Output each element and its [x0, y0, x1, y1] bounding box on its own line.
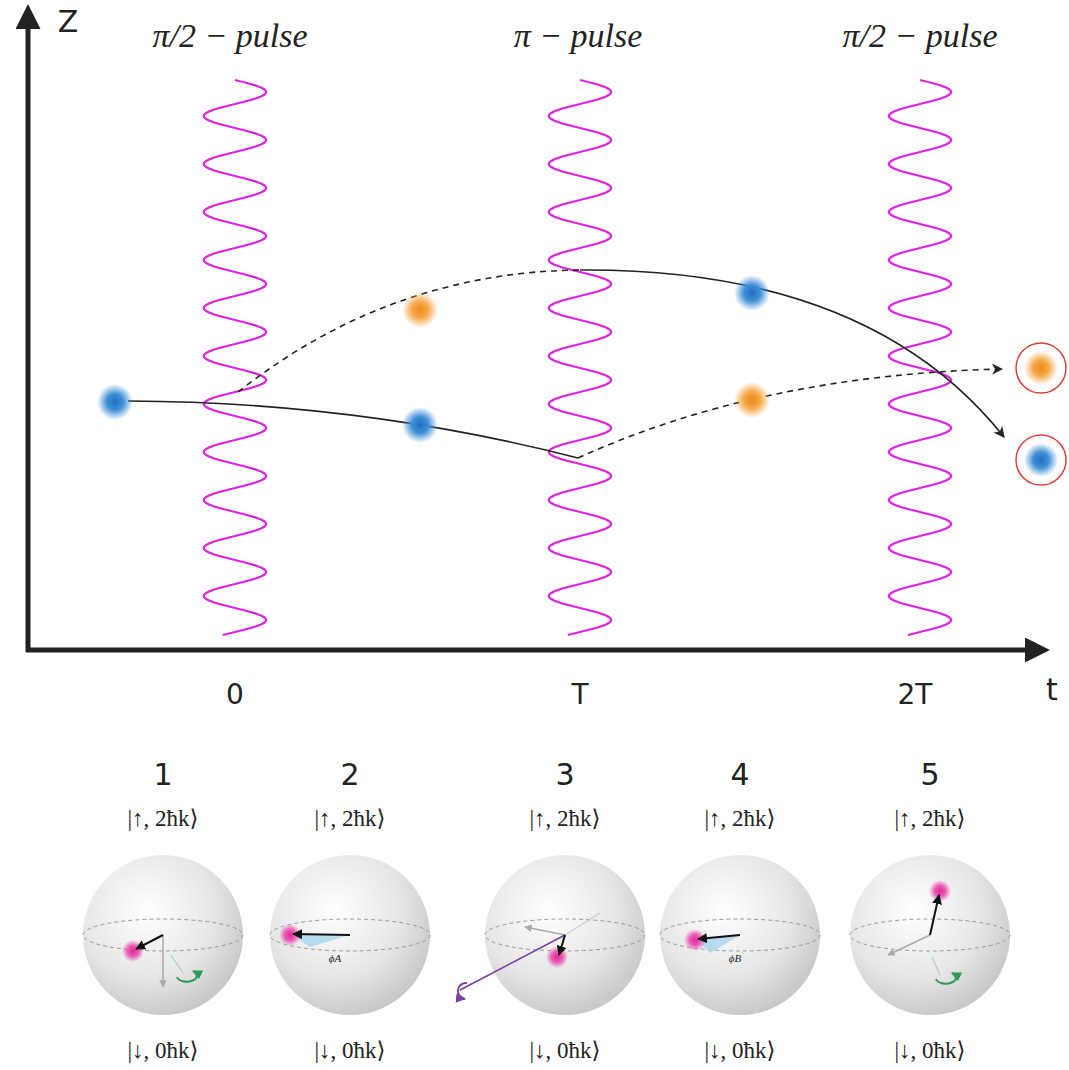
tick-label: 2T	[898, 681, 933, 709]
state-label: |↓, 0ħk⟩	[314, 1039, 385, 1062]
laser-pulses	[204, 80, 951, 635]
state-label: |↑, 2ħk⟩	[529, 807, 600, 830]
step-number: 2	[340, 760, 359, 790]
laser-pulse	[549, 80, 611, 635]
tick-label: 0	[226, 681, 244, 709]
pulse-label: π/2 − pulse	[152, 19, 307, 53]
bloch-spheres	[83, 855, 1010, 1015]
state-label: |↑, 2ħk⟩	[127, 807, 198, 830]
state-label: |↓, 0ħk⟩	[894, 1039, 965, 1062]
axis-label: Z	[58, 7, 79, 37]
pulse-label: π/2 − pulse	[842, 19, 997, 53]
state-label: |↑, 2ħk⟩	[314, 807, 385, 830]
state-label: |↓, 0ħk⟩	[704, 1039, 775, 1062]
phase-label: ϕB	[729, 953, 741, 964]
laser-pulse	[204, 80, 266, 635]
step-number: 5	[920, 760, 939, 790]
tick-label: T	[571, 681, 588, 709]
pulse-label: π − pulse	[514, 19, 643, 53]
step-number: 3	[555, 760, 574, 790]
phase-label: ϕA	[329, 953, 341, 964]
axis-label: t	[1046, 675, 1058, 705]
step-number: 1	[153, 760, 172, 790]
state-label: |↓, 0ħk⟩	[127, 1039, 198, 1062]
state-label: |↑, 2ħk⟩	[704, 807, 775, 830]
state-label: |↑, 2ħk⟩	[894, 807, 965, 830]
step-number: 4	[730, 760, 749, 790]
trajectories	[128, 270, 1004, 458]
axes	[26, 24, 1030, 652]
state-label: |↓, 0ħk⟩	[529, 1039, 600, 1062]
atom-clouds	[97, 275, 1066, 485]
